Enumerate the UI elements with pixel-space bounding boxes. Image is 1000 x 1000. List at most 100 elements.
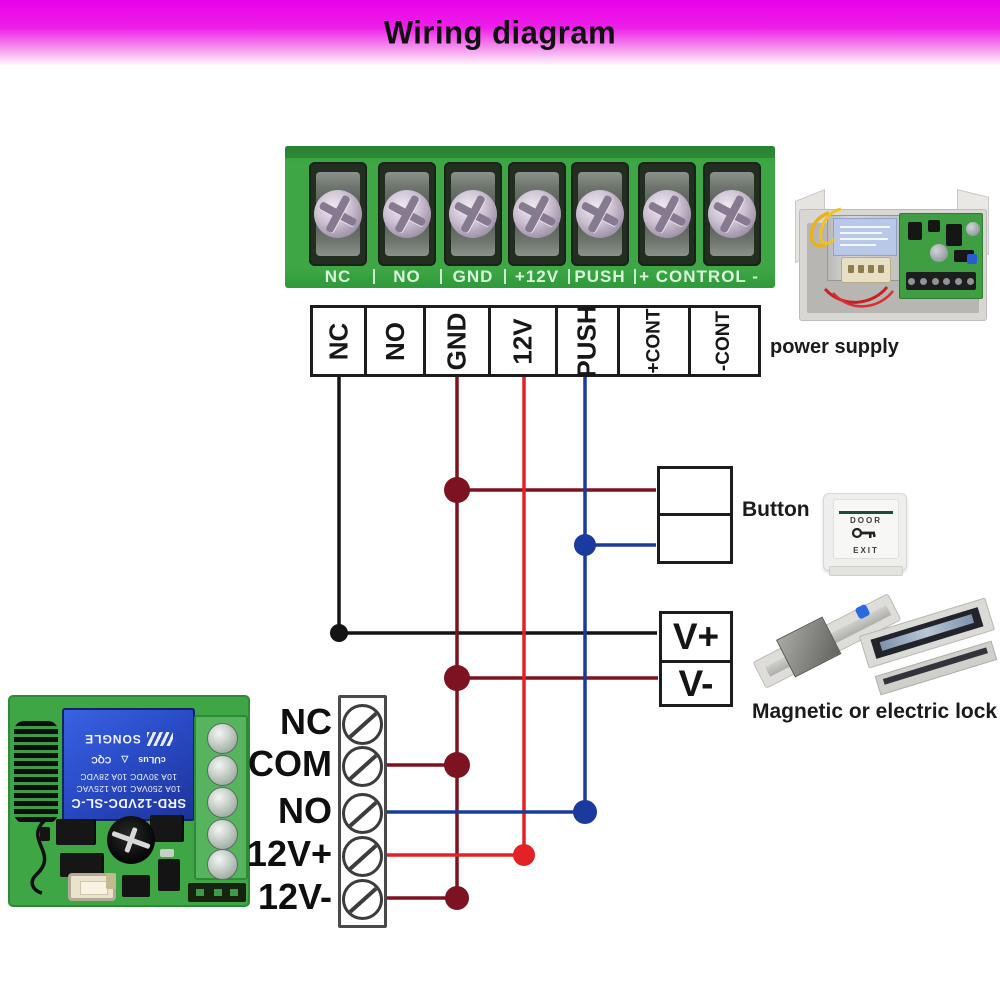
vplus-cell: V+ [659,611,733,663]
screw-icon [513,190,561,238]
strip-label-12vp: 12V+ [246,833,332,874]
title-banner: Wiring diagram [0,0,1000,66]
psu-terminal-row [906,272,976,290]
strip-label-12vm: 12V- [257,876,332,917]
component-icon [928,220,940,232]
power-supply-photo [795,188,991,335]
strip-label-com: COM [248,743,332,784]
component-icon [160,849,174,857]
screw-icon [314,190,362,238]
electrolytic-capacitor-icon [107,816,155,864]
terminal-cell [703,162,761,266]
silk-divider [504,269,506,284]
key-icon [851,527,876,539]
component-icon [158,859,180,891]
exit-label: EXIT [853,546,879,555]
screw-icon [383,190,431,238]
terminal-cell [309,162,367,266]
transformer-label [833,218,897,256]
screw-icon [708,190,756,238]
silk-divider [634,269,636,284]
vde-mark: △ [121,755,129,765]
screw-terminal-icon [342,836,383,877]
strip-label-nc: NC [280,701,332,742]
exit-button-photo: DOOR EXIT [823,493,907,576]
terminal-cell [508,162,566,266]
junction-dot [330,624,348,642]
silk-divider [373,269,375,284]
component-icon [908,222,922,240]
screw-terminal-icon [342,704,383,745]
silk-label: NO [393,267,421,286]
antenna-tail [30,819,47,895]
relay-module-photo: SRD-12VDC-SL-C 10A 250VAC 10A 125VAC 10A… [8,695,250,907]
yellow-wire [819,207,842,245]
silk-label: + CONTROL - [639,267,759,286]
antenna-coil-icon [14,721,58,823]
page-title: Wiring diagram [383,14,617,51]
terminal-strip [338,695,387,928]
junction-dot [574,534,596,556]
screw-icon [207,723,238,754]
ic-chip-icon [56,819,94,845]
wire-push-to-no [383,377,587,814]
screw-icon [449,190,497,238]
module-connector [188,883,246,902]
button-box-bottom-cell [657,513,733,564]
strip-label-no: NO [278,790,332,831]
trimmer-icon [967,254,977,264]
screw-icon [207,755,238,786]
power-supply-caption: power supply [770,336,899,358]
junction-dot [444,477,470,503]
screw-terminal-icon [342,879,383,920]
capacitor-icon [930,244,948,262]
terminal-cell [638,162,696,266]
screw-terminal-icon [342,793,383,834]
screw-icon [207,787,238,818]
screw-terminal-icon [342,746,383,787]
ic-chip-icon [150,815,182,842]
psu-pcb [899,213,983,299]
screw-icon [207,849,238,880]
module-terminal-block [194,715,248,880]
exit-button-face: DOOR EXIT [833,499,899,559]
green-line [839,511,893,514]
junction-dot [444,752,470,778]
red-wire [823,286,889,304]
silk-label: NC [324,267,352,286]
terminal-cell [571,162,629,266]
transformer-bobbin [841,257,891,283]
junction-dot [513,844,535,866]
button-box [657,466,733,564]
pin-cell-minuscont: -CONT [688,305,761,377]
junction-dot [573,800,597,824]
terminal-cell [444,162,502,266]
screw-icon [643,190,691,238]
psu-wires [809,207,894,308]
button-box-top-cell [657,466,733,516]
terminal-cell [378,162,436,266]
wire-nc-to-vplus [337,377,657,635]
component-icon [122,875,150,897]
pcb-edge-shadow [285,146,775,158]
door-label: DOOR [850,516,882,525]
vminus-cell: V- [659,660,733,707]
component-icon [40,827,50,841]
junction-dot [444,665,470,691]
screw-icon [207,819,238,850]
silk-label: PUSH [574,267,626,286]
component-icon [106,873,116,889]
button-caption: Button [742,498,810,521]
capacitor-icon [966,222,980,236]
yellow-wire [809,211,830,248]
relay-brand: SONGLE [84,732,141,746]
silk-divider [440,269,442,284]
component-icon [946,224,962,246]
terminal-block-photo: NC NO GND +12V PUSH + CONTROL - [285,146,775,288]
locks-photo [745,592,998,700]
silk-label: +12V [514,267,560,286]
junction-dot [445,886,469,910]
pin-cell-nc: NC [310,305,367,377]
